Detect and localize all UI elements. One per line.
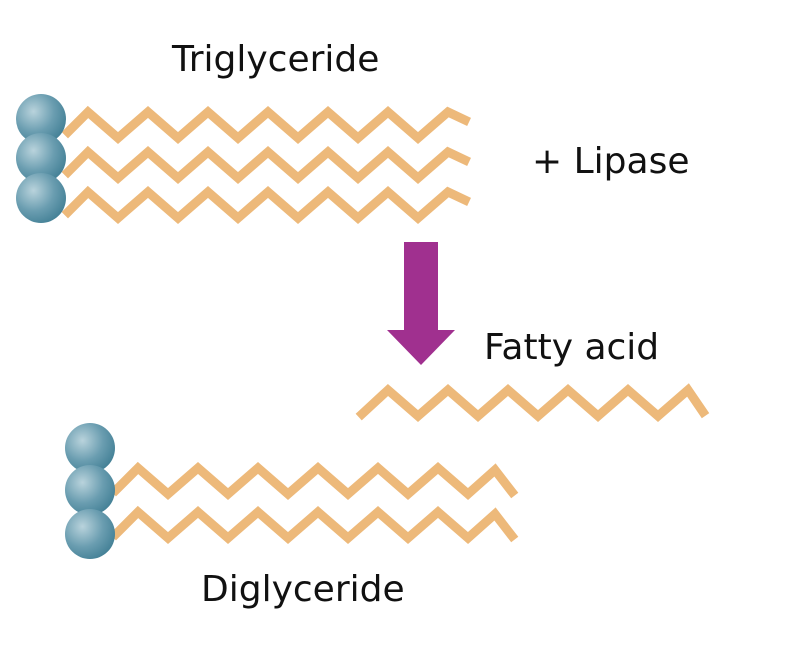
fatty-acid-label: Fatty acid: [484, 327, 660, 368]
fatty-acid-chain-icon: [355, 383, 710, 422]
diglyceride-chain-1: [109, 461, 519, 500]
triglyceride-chain-1: [61, 105, 471, 144]
glycerol-sphere-icon: [16, 94, 66, 144]
triglyceride-label: Triglyceride: [172, 39, 380, 80]
glycerol-sphere-icon: [65, 465, 115, 515]
triglyceride-chain-3: [61, 185, 471, 224]
diglyceride-label: Diglyceride: [201, 569, 405, 610]
lipase-label: + Lipase: [532, 141, 690, 182]
diglyceride-chain-2: [109, 505, 519, 544]
glycerol-sphere-icon: [65, 509, 115, 559]
reaction-arrow-icon: [387, 242, 455, 365]
diglyceride-molecule: [65, 423, 519, 559]
glycerol-sphere-icon: [65, 423, 115, 473]
triglyceride-molecule: [16, 94, 471, 224]
glycerol-sphere-icon: [16, 133, 66, 183]
triglyceride-chain-2: [61, 145, 471, 184]
glycerol-sphere-icon: [16, 173, 66, 223]
